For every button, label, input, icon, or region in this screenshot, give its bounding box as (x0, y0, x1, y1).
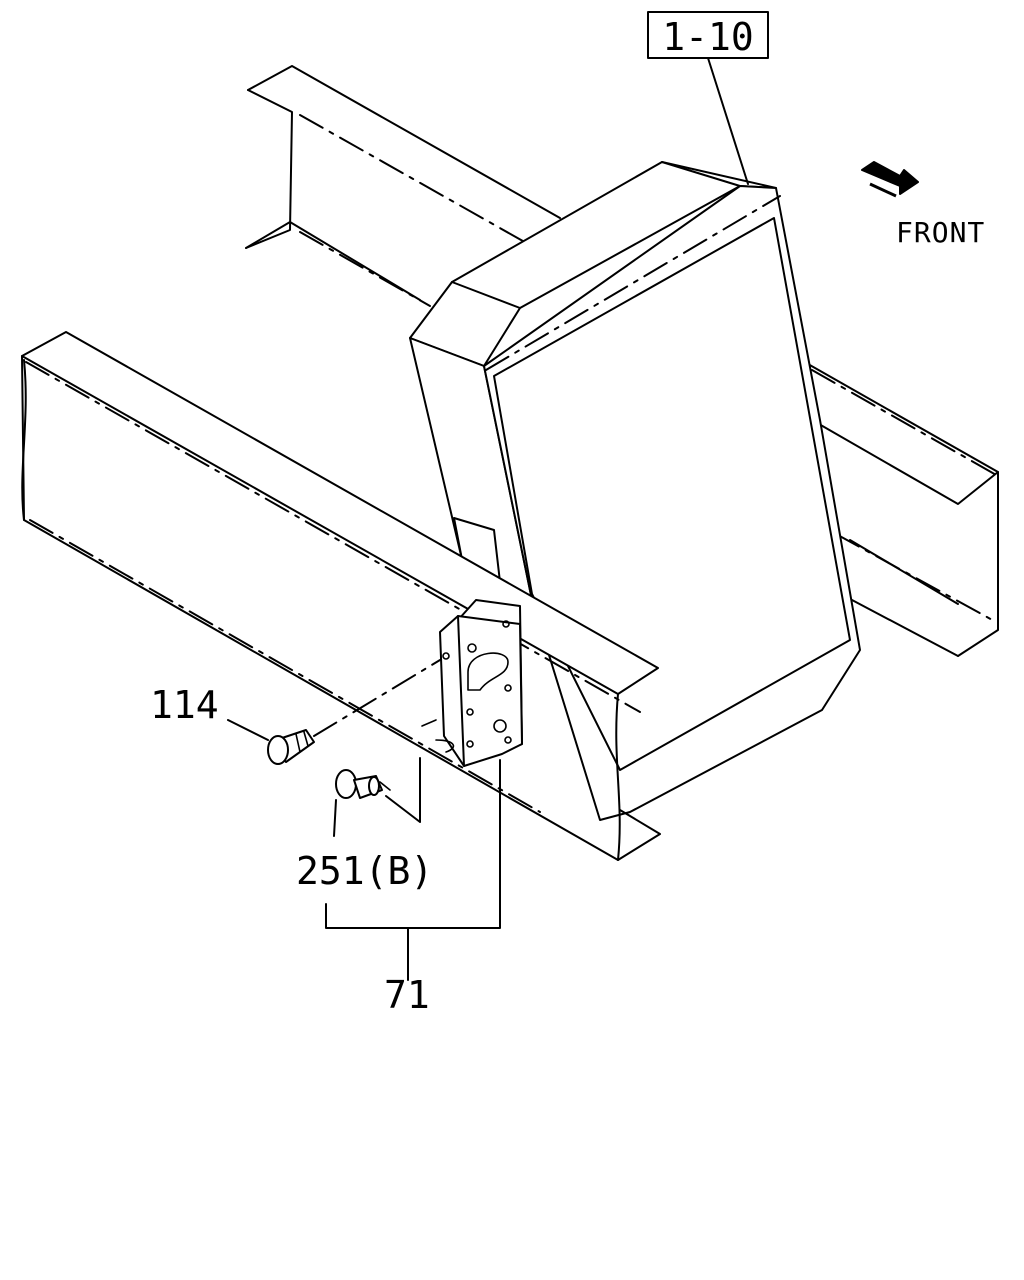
bracket-71 (421, 599, 523, 767)
leader-lines (227, 57, 749, 981)
clip-251b (335, 769, 391, 799)
rear-frame-rail-right (807, 363, 999, 657)
bolt-114 (267, 659, 441, 765)
front-indicator: FRONT (861, 161, 985, 249)
reference-box-label: 1-10 (662, 15, 754, 59)
front-label: FRONT (896, 216, 985, 249)
front-direction-arrow-icon (861, 161, 919, 198)
part-label-71[interactable]: 71 (384, 973, 430, 1017)
reference-box[interactable]: 1-10 (647, 11, 769, 59)
part-label-251b[interactable]: 251(B) (296, 849, 433, 893)
part-label-114[interactable]: 114 (150, 683, 219, 727)
rear-frame-rail (245, 65, 561, 307)
